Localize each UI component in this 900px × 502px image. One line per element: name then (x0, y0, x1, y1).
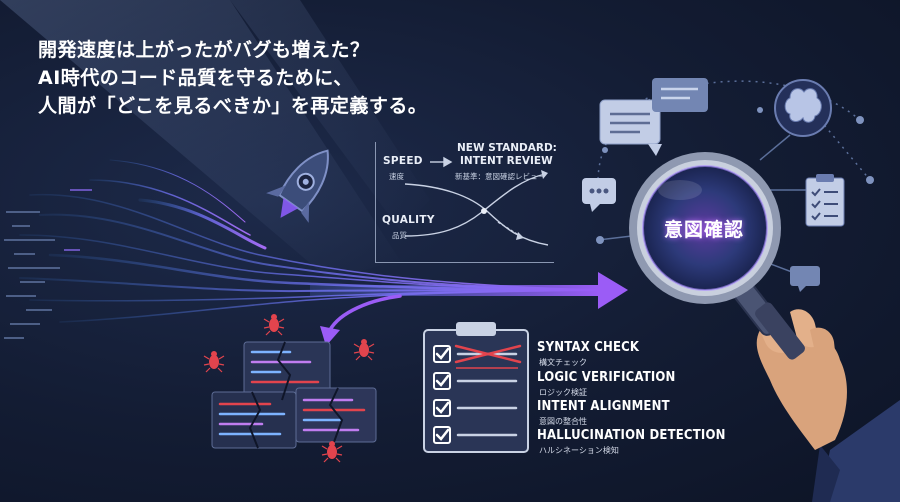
clipboard-icon (805, 174, 845, 227)
small-chat-icon (790, 266, 820, 292)
headline-line-3: 人間が「どこを見るべきか」を再定義する。 (38, 95, 428, 117)
check-item-syntax-sub: 構文チェック (539, 358, 587, 367)
check-item-logic-sub: ロジック検証 (539, 388, 587, 397)
check-item-intent: INTENT ALIGNMENT (537, 399, 670, 414)
speed-sub-label: 速度 (389, 172, 404, 181)
main-arrow (310, 272, 628, 309)
checkbox-group (433, 345, 451, 444)
new-standard-line-1: NEW STANDARD: (457, 142, 557, 154)
code-fragments (4, 189, 92, 339)
check-item-logic: LOGIC VERIFICATION (537, 370, 676, 385)
speed-label: SPEED (383, 155, 423, 167)
broken-code-blocks (211, 341, 377, 449)
speed-to-standard-arrow (430, 156, 453, 168)
dots-bubble-icon (582, 178, 616, 212)
projection-line (497, 221, 521, 237)
bug-icons (203, 314, 375, 463)
chat-bubble-icon-2 (652, 78, 708, 112)
speed-quality-chart (375, 142, 554, 263)
syntax-cross-mark (454, 344, 522, 364)
check-marks (435, 347, 450, 441)
headline: 開発速度は上がったがバグも増えた？ AI時代のコード品質を守るために、 人間が「… (38, 36, 468, 120)
speed-curve (404, 183, 549, 246)
brain-icon (774, 79, 832, 137)
check-item-syntax: SYNTAX CHECK (537, 340, 640, 355)
new-standard-line-2: INTENT REVIEW (460, 155, 553, 167)
check-item-hallucination: HALLUCINATION DETECTION (537, 428, 726, 443)
quality-label: QUALITY (382, 214, 435, 226)
intersection-point (481, 208, 487, 214)
check-item-hallucination-sub: ハルシネーション検知 (539, 446, 619, 455)
chat-bubble-icon (599, 99, 662, 156)
magnifier-lens (629, 152, 781, 304)
check-item-intent-sub: 意図の整合性 (539, 417, 587, 426)
return-arrow (328, 294, 402, 332)
new-standard-sub-label: 新基準：意図確認レビュー (455, 172, 545, 181)
headline-line-2: AI時代のコード品質を守るために、 (38, 67, 353, 89)
rocket-icon (266, 149, 329, 223)
lens-label: 意図確認 (663, 219, 744, 241)
headline-line-1: 開発速度は上がったがバグも増えた？ (38, 39, 370, 61)
quality-sub-label: 品質 (392, 231, 407, 240)
